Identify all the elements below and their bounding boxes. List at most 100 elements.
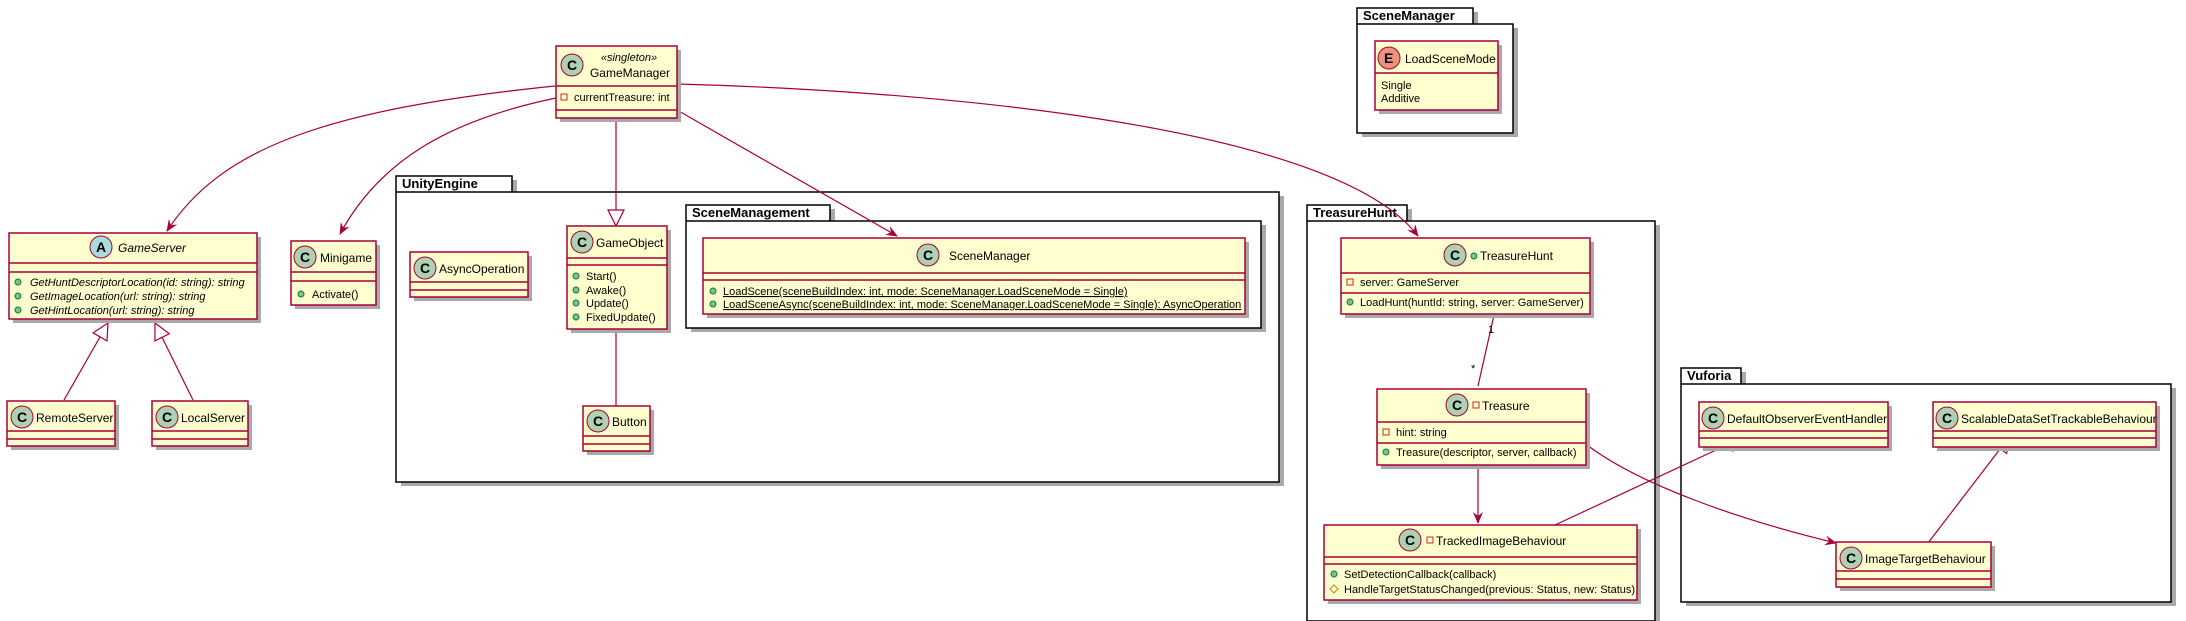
package-label: Vuforia (1687, 368, 1732, 383)
method: LoadHunt(huntId: string, server: GameSer… (1360, 297, 1584, 309)
public-icon (14, 292, 22, 300)
field: currentTreasure: int (574, 92, 670, 104)
public-icon (1470, 252, 1478, 260)
class-tracked-image-behaviour[interactable]: C TrackedImageBehaviour SetDetectionCall… (1323, 524, 1641, 604)
svg-text:C: C (577, 234, 587, 250)
public-icon (572, 286, 580, 294)
private-icon (1346, 278, 1354, 286)
class-name: TreasureHunt (1480, 249, 1554, 263)
method: GetImageLocation(url: string): string (30, 291, 206, 303)
method: GetHuntDescriptorLocation(id: string): s… (30, 277, 245, 289)
public-icon (572, 313, 580, 321)
svg-text:C: C (17, 409, 27, 425)
class-game-object[interactable]: C GameObject Start() Awake() Update() Fi… (566, 225, 671, 333)
field: server: GameServer (1360, 277, 1459, 289)
public-icon (709, 287, 717, 295)
private-icon (1426, 536, 1434, 544)
class-icon (586, 409, 610, 433)
class-name: DefaultObserverEventHandler (1727, 412, 1887, 426)
class-treasure-hunt[interactable]: C TreasureHunt server: GameServer LoadHu… (1340, 237, 1594, 318)
method: SetDetectionCallback(callback) (1344, 569, 1496, 581)
protected-icon (1329, 584, 1339, 594)
relationships (63, 83, 2010, 546)
edge-gamemanager-gameserver (166, 85, 556, 232)
class-local-server[interactable]: C LocalServer (151, 400, 252, 450)
method: Start() (586, 271, 617, 283)
enum-load-scene-mode[interactable]: E LoadSceneMode Single Additive (1374, 40, 1502, 114)
class-image-target-behaviour[interactable]: C ImageTargetBehaviour (1835, 541, 1995, 591)
method: Update() (586, 298, 629, 310)
class-icon (1443, 243, 1467, 267)
public-icon (1330, 570, 1338, 578)
svg-text:C: C (567, 57, 577, 73)
class-icon (1398, 528, 1422, 552)
svg-text:C: C (1405, 532, 1415, 548)
class-button[interactable]: C Button (582, 405, 654, 455)
method: Activate() (312, 289, 358, 301)
public-icon (14, 278, 22, 286)
class-icon (1701, 406, 1725, 430)
method: LoadSceneAsync(sceneBuildIndex: int, mod… (723, 299, 1241, 311)
public-icon (14, 306, 22, 314)
class-name: LocalServer (181, 411, 245, 425)
method: LoadScene(sceneBuildIndex: int, mode: Sc… (723, 286, 1128, 298)
class-default-observer-event-handler[interactable]: C DefaultObserverEventHandler (1698, 401, 1892, 451)
class-icon (293, 245, 317, 269)
method: Awake() (586, 285, 626, 297)
package-label: TreasureHunt (1313, 205, 1397, 220)
public-icon (1346, 298, 1354, 306)
edge-localserver-gameserver (155, 323, 194, 401)
class-game-server[interactable]: A GameServer GetHuntDescriptorLocation(i… (8, 232, 261, 323)
class-name: GameServer (118, 241, 187, 255)
class-name: RemoteServer (36, 411, 113, 425)
class-name: GameObject (596, 236, 664, 250)
svg-text:A: A (96, 239, 106, 255)
class-minigame[interactable]: C Minigame Activate() (290, 240, 380, 309)
enum-value: Additive (1381, 93, 1420, 105)
method: FixedUpdate() (586, 312, 656, 324)
class-name: ScalableDataSetTrackableBehaviour (1961, 412, 2157, 426)
class-icon (1839, 546, 1863, 570)
class-treasure[interactable]: C Treasure hint: string Treasure(descrip… (1376, 388, 1590, 469)
public-icon (572, 272, 580, 280)
class-name: SceneManager (949, 249, 1030, 263)
class-icon (1935, 406, 1959, 430)
class-scalable-dataset-trackable-behaviour[interactable]: C ScalableDataSetTrackableBehaviour (1932, 401, 2160, 451)
method: Treasure(descriptor, server, callback) (1396, 447, 1577, 459)
class-name: Minigame (320, 251, 372, 265)
class-name: LoadSceneMode (1405, 52, 1496, 66)
class-async-operation[interactable]: C AsyncOperation (409, 251, 532, 301)
enum-value: Single (1381, 80, 1412, 92)
svg-text:C: C (1708, 410, 1718, 426)
svg-text:C: C (162, 409, 172, 425)
class-icon (1445, 393, 1469, 417)
field: hint: string (1396, 427, 1447, 439)
class-game-manager[interactable]: C «singleton» GameManager currentTreasur… (555, 45, 681, 122)
private-icon (1472, 401, 1480, 409)
svg-text:C: C (923, 247, 933, 263)
public-icon (709, 300, 717, 308)
svg-text:C: C (420, 260, 430, 276)
svg-text:C: C (593, 413, 603, 429)
edge-gamemanager-treasurehunt (676, 83, 1419, 237)
svg-text:C: C (1452, 397, 1462, 413)
class-name: TrackedImageBehaviour (1436, 534, 1566, 548)
class-icon (570, 230, 594, 254)
package-label: UnityEngine (402, 176, 478, 191)
svg-text:E: E (1384, 50, 1393, 66)
public-icon (572, 299, 580, 307)
edge-imagetarget-scalable (1927, 436, 2010, 544)
edge-gamemanager-minigame (339, 97, 557, 235)
enum-icon (1377, 46, 1401, 70)
stereotype-label: «singleton» (601, 52, 657, 64)
class-scene-manager[interactable]: C SceneManager LoadScene(sceneBuildIndex… (702, 237, 1249, 318)
edge-gamemanager-scenemanager (676, 109, 898, 237)
svg-text:C: C (1846, 550, 1856, 566)
class-name: GameManager (590, 66, 670, 80)
edge-treasure-imagetarget (1586, 444, 1837, 546)
method: GetHintLocation(url: string): string (30, 305, 195, 317)
edge-remoteserver-gameserver (63, 323, 108, 401)
private-icon (1382, 428, 1390, 436)
class-remote-server[interactable]: C RemoteServer (6, 400, 119, 450)
